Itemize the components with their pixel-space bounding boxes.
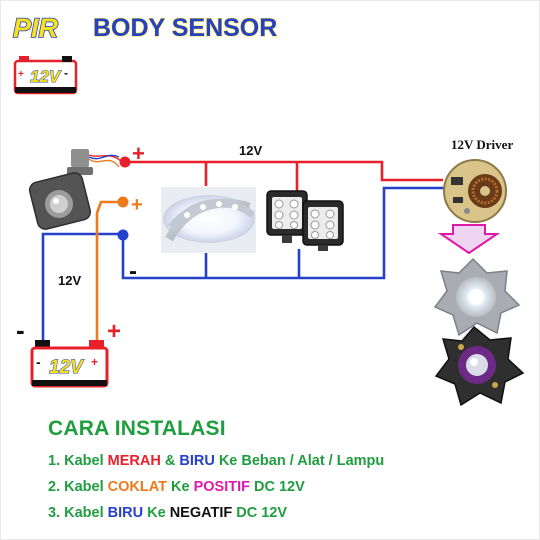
battery-top-label: 12V xyxy=(30,67,62,86)
terminal-orange-dot xyxy=(117,196,129,208)
title-pir: PIR xyxy=(13,13,59,43)
step1-red-word: MERAH xyxy=(107,453,161,469)
battery-top-plus: + xyxy=(18,69,24,80)
step3-suffix: DC 12V xyxy=(232,505,288,521)
down-arrow-icon xyxy=(437,224,501,255)
wire-sensor-bundle xyxy=(88,154,122,162)
wires xyxy=(41,154,447,344)
step1-prefix: 1. Kabel xyxy=(48,453,108,469)
step2-positive-word: POSITIF xyxy=(193,479,250,495)
terminal-red-dot xyxy=(119,156,131,168)
battery-bottom-plus: + xyxy=(91,355,98,369)
installation-instructions: CARA INSTALASI 1. Kabel MERAH & BIRU Ke … xyxy=(46,417,526,531)
step3-blue-word: BIRU xyxy=(107,505,144,521)
step3-negative-word: NEGATIF xyxy=(169,505,233,521)
instructions-title: CARA INSTALASI xyxy=(48,417,226,440)
battery-bottom-minus: - xyxy=(36,354,41,370)
instruction-step-3: 3. Kabel BIRU Ke NEGATIF DC 12V xyxy=(48,505,526,521)
led-work-lamps-image xyxy=(266,190,344,251)
label-top-12v: 12V xyxy=(239,143,262,158)
wire-red-main xyxy=(125,160,443,182)
step1-and: & xyxy=(160,453,180,469)
step2-to: Ke xyxy=(166,479,194,495)
step1-suffix: Ke Beban / Alat / Lampu xyxy=(214,453,385,469)
battery-top-minus: - xyxy=(64,66,68,80)
sign-battery-plus: + xyxy=(107,318,121,345)
battery-top-icon: + - 12V xyxy=(13,56,78,95)
battery-bottom-label: 12V xyxy=(49,357,84,378)
title-body-sensor: BODY SENSOR xyxy=(93,14,277,42)
power-led-star-off-icon xyxy=(434,325,525,407)
led-strip-image xyxy=(161,187,256,253)
led-driver-board-image xyxy=(443,159,507,223)
sign-plus-red: + xyxy=(132,141,145,166)
title: PIR BODY SENSOR xyxy=(12,12,278,44)
label-left-12v: 12V xyxy=(58,273,81,288)
instruction-step-2: 2. Kabel COKLAT Ke POSITIF DC 12V xyxy=(48,479,526,495)
battery-bottom-icon: - + 12V xyxy=(30,340,109,388)
step2-prefix: 2. Kabel xyxy=(48,479,108,495)
step2-brown-word: COKLAT xyxy=(107,479,167,495)
wire-blue-load xyxy=(121,186,447,280)
label-driver: 12V Driver xyxy=(451,137,513,152)
terminal-blue-dot xyxy=(117,229,129,241)
step1-blue-word: BIRU xyxy=(179,453,215,469)
instruction-step-1: 1. Kabel MERAH & BIRU Ke Beban / Alat / … xyxy=(48,453,526,469)
step2-suffix: DC 12V xyxy=(249,479,305,495)
sign-battery-minus: - xyxy=(16,315,25,345)
pir-sensor-icon xyxy=(28,149,93,230)
sign-minus-blue: - xyxy=(129,258,137,285)
step3-to: Ke xyxy=(143,505,170,521)
power-led-star-on-icon xyxy=(433,257,521,337)
wire-orange-battery xyxy=(95,200,123,344)
sign-plus-orange: + xyxy=(131,194,143,216)
step3-prefix: 3. Kabel xyxy=(48,505,108,521)
